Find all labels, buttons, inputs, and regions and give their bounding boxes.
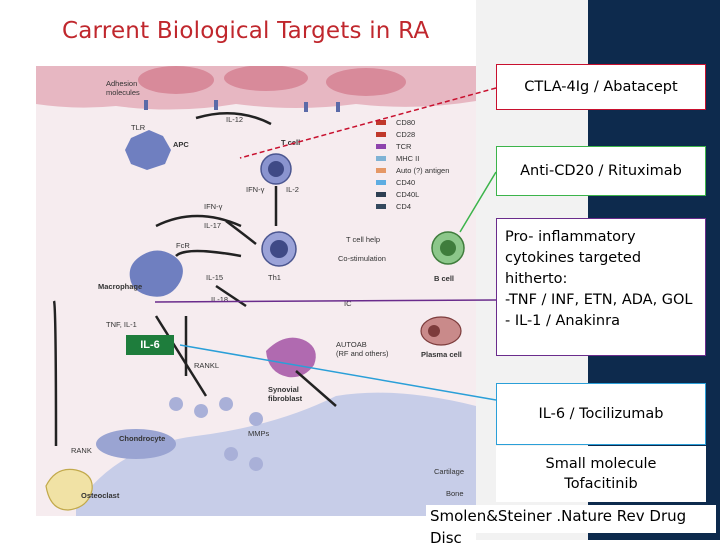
label-costim: Co-stimulation (338, 254, 386, 263)
legend-cd4: CD4 (396, 202, 411, 211)
callout-il6-tocilizumab: IL-6 / Tocilizumab (496, 383, 706, 445)
label-apc: APC (173, 140, 189, 149)
label-bcell: B cell (434, 274, 454, 283)
il6-tag: IL-6 (126, 335, 174, 355)
cytokines-line-3: hitherto: (505, 269, 705, 290)
apc-cell (125, 130, 171, 170)
label-macrophage: Macrophage (98, 282, 142, 291)
cytokines-line-2: cytokines targeted (505, 248, 705, 269)
label-ifng-short: IFN-γ (246, 185, 265, 194)
label-il2: IL-2 (286, 185, 299, 194)
cytokines-line-1: Pro- inflammatory (505, 227, 705, 248)
citation: Smolen&Steiner .Nature Rev Drug Disc (426, 505, 716, 533)
callout-pro-inflammatory-cytokines: Pro- inflammatory cytokines targeted hit… (496, 218, 706, 356)
label-ic: IC (344, 299, 352, 308)
legend-cd40l: CD40L (396, 190, 419, 199)
molecule-legend: CD80 CD28 TCR MHC II Auto (?) antigen CD… (376, 118, 449, 211)
label-plasma: Plasma cell (421, 350, 462, 359)
legend-cd40: CD40 (396, 178, 415, 187)
label-autoab-2: (RF and others) (336, 349, 389, 358)
label-synovial-2: fibroblast (268, 394, 303, 403)
label-il15: IL-15 (206, 273, 223, 282)
label-adhesion-1: Adhesion (106, 79, 137, 88)
cytokines-line-4: -TNF / INF, ETN, ADA, GOL (505, 290, 705, 311)
legend-tcr: TCR (396, 142, 412, 151)
legend-auto-antigen: Auto (?) antigen (396, 166, 449, 175)
cytokines-line-5: - IL-1 / Anakinra (505, 311, 705, 332)
label-tcell: T cell (281, 138, 300, 147)
label-mmps: MMPs (248, 429, 269, 438)
label-autoab-1: AUTOAB (336, 340, 367, 349)
label-tlr: TLR (131, 123, 146, 132)
label-tnf-il1: TNF, IL-1 (106, 320, 137, 329)
label-tcell-help: T cell help (346, 235, 380, 244)
label-rankl: RANKL (194, 361, 219, 370)
label-bone: Bone (446, 489, 464, 498)
label-th1: Th1 (268, 273, 281, 282)
label-osteoclast: Osteoclast (81, 491, 120, 500)
pathway-figure: Adhesion molecules TLR APC IL-12 T cell … (36, 66, 476, 516)
legend-mhc2: MHC II (396, 154, 419, 163)
label-il17: IL-17 (204, 221, 221, 230)
label-fcr: FcR (176, 241, 190, 250)
small-molecule-line-2: Tofacitinib (564, 474, 637, 494)
label-il18: IL-18 (211, 295, 228, 304)
small-molecule-line-1: Small molecule (546, 454, 657, 474)
callout-ctla4-abatacept: CTLA-4Ig / Abatacept (496, 64, 706, 110)
label-chondrocyte: Chondrocyte (119, 434, 165, 443)
callout-cd20-rituximab: Anti-CD20 / Rituximab (496, 146, 706, 196)
label-rank: RANK (71, 446, 92, 455)
label-adhesion-2: molecules (106, 88, 140, 97)
label-cartilage: Cartilage (434, 467, 464, 476)
label-il12: IL-12 (226, 115, 243, 124)
synovial-fibroblast-cell (266, 338, 316, 378)
legend-cd28: CD28 (396, 130, 415, 139)
label-synovial-1: Synovial (268, 385, 299, 394)
legend-cd80: CD80 (396, 118, 415, 127)
slide-title: Carrent Biological Targets in RA (62, 18, 429, 44)
label-ifng: IFN-γ (204, 202, 223, 211)
plasma-cell (421, 317, 461, 345)
callout-small-molecule: Small molecule Tofacitinib (496, 446, 706, 502)
pathway-illustration: Adhesion molecules TLR APC IL-12 T cell … (36, 66, 476, 516)
